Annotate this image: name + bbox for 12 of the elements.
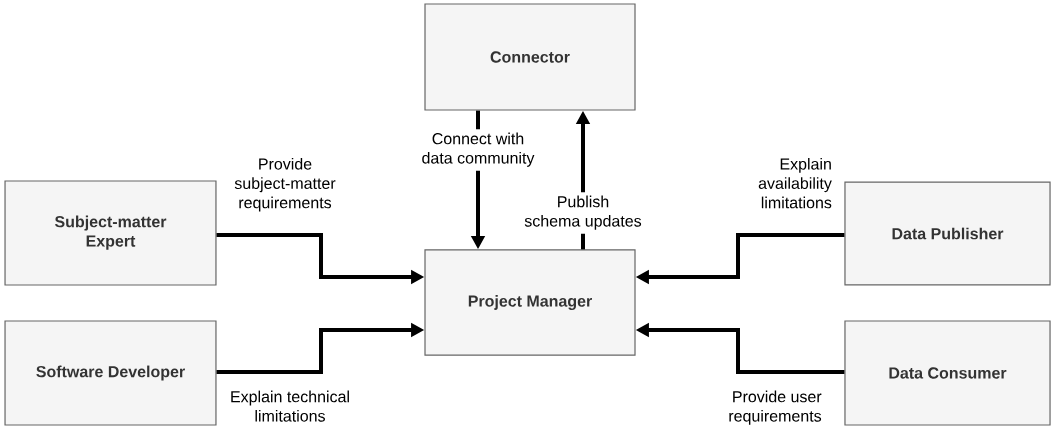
process-box: Project Manager <box>424 249 636 356</box>
edge-label: Provide user requirements <box>727 387 824 429</box>
edge-label: Explain technical limitations <box>228 387 352 429</box>
edge-label: Provide subject-matter requirements <box>233 154 337 216</box>
process-box: Data Consumer <box>844 320 1051 426</box>
process-box: Connector <box>424 3 636 111</box>
edge-label: Connect with data community <box>420 129 536 171</box>
process-box: Software Developer <box>4 320 217 426</box>
edge-label: Publish schema updates <box>522 192 644 234</box>
edge-label: Explain availability limitations <box>756 154 834 216</box>
process-box: Data Publisher <box>844 181 1051 286</box>
process-box: Subject-matter Expert <box>4 180 217 286</box>
